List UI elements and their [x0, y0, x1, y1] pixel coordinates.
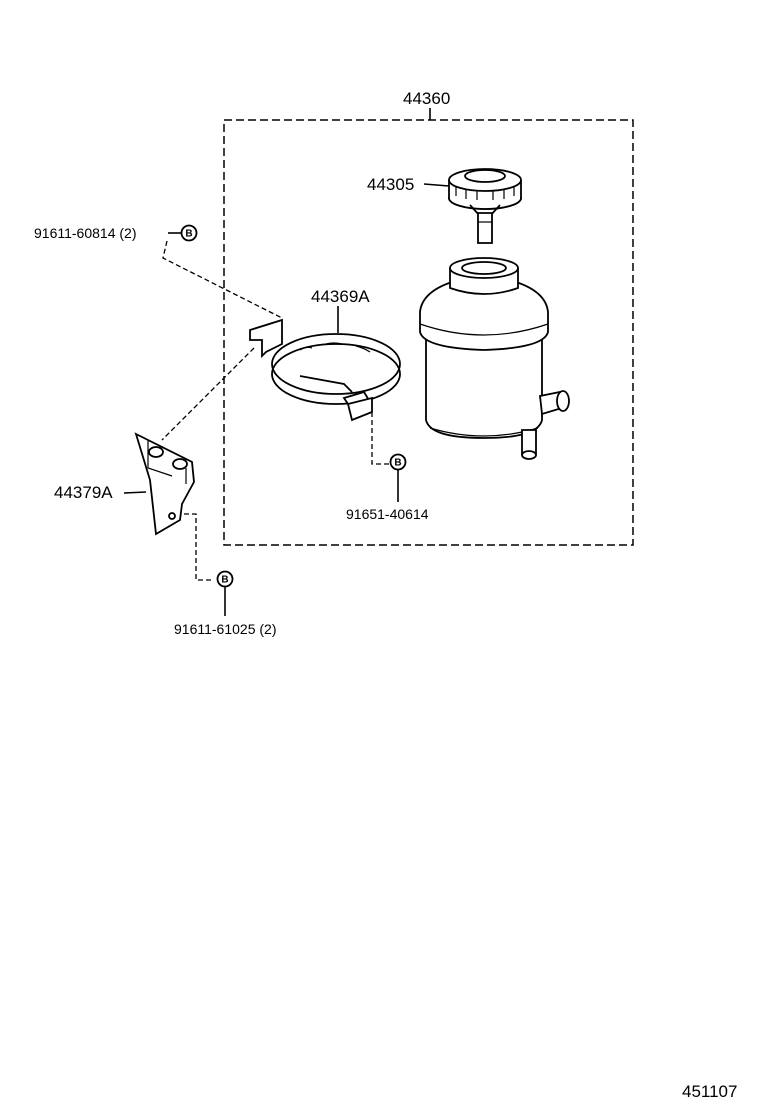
reservoir-cap [448, 168, 522, 244]
badge-b-upper: B [180, 224, 198, 242]
label-bolt-91651-40614: 91651-40614 [346, 506, 429, 522]
label-assembly-44360: 44360 [403, 89, 450, 108]
badge-b-band-letter: B [394, 458, 401, 469]
bracket [134, 432, 195, 536]
label-band-44369A: 44369A [311, 287, 370, 306]
connection-lines [161, 240, 390, 581]
figure-number: 451107 [682, 1082, 737, 1101]
label-cap-44305: 44305 [367, 175, 414, 194]
label-bolt-91611-61025: 91611-61025 (2) [174, 621, 276, 637]
reservoir-band [249, 318, 401, 422]
assembly-boundary [223, 108, 634, 546]
label-bracket-44379A: 44379A [54, 483, 113, 502]
reservoir-tank [419, 257, 570, 460]
badge-b-lower-letter: B [221, 575, 228, 586]
badge-b-lower: B [216, 570, 234, 588]
badge-b-band: B [389, 453, 407, 471]
badge-b-upper-letter: B [185, 229, 192, 240]
label-bolt-91611-60814: 91611-60814 (2) [34, 225, 136, 241]
